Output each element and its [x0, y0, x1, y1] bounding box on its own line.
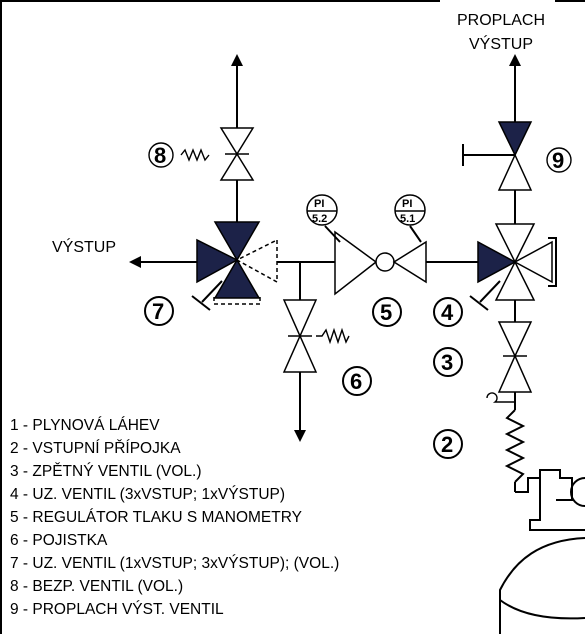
valve-4-handle-bar — [469, 295, 489, 311]
purge-outlet-label-line2: VÝSTUP — [469, 34, 533, 53]
valve-7-handle-bar — [191, 295, 211, 311]
gauge-stem-2 — [409, 225, 422, 243]
valve-4-handle — [479, 280, 501, 303]
safety-valve-8-bottom — [219, 152, 255, 181]
callout-circle-1-partial — [570, 477, 585, 507]
callout-circle-6 — [342, 366, 372, 396]
valve-4-left — [477, 240, 517, 284]
callout-8: 8 — [154, 143, 166, 168]
callout-4: 4 — [441, 300, 454, 325]
valve-7-dashed-bracket — [213, 297, 261, 305]
gauge-stem-1 — [324, 225, 341, 243]
gauge-5-1-num: 5.1 — [400, 213, 415, 225]
check-valve-3-top — [497, 321, 533, 358]
gas-cylinder-1-shoulder — [499, 599, 585, 620]
relief-valve-6-top — [282, 299, 318, 338]
legend-item: 4 - UZ. VENTIL (3xVSTUP; 1xVÝSTUP) — [10, 486, 285, 503]
check-valve-3-bottom — [497, 354, 533, 393]
gauge-5-2-tag: PI — [314, 198, 324, 210]
valve-4-right — [513, 240, 553, 284]
pressure-gauge-pi-5-2 — [306, 194, 338, 226]
legend-item: 2 - VSTUPNÍ PŘÍPOJKA — [10, 440, 181, 457]
callout-7: 7 — [152, 299, 164, 324]
valve-7-top — [213, 221, 261, 262]
safety-valve-8-top — [219, 127, 255, 156]
safety-valve-8-spring — [180, 148, 210, 162]
legend-item: 8 - BEZP. VENTIL (VOL.) — [10, 578, 183, 595]
callout-circle-9 — [546, 147, 572, 173]
pressure-gauge-pi-5-1 — [394, 194, 426, 226]
gauge-5-2-num: 5.2 — [312, 213, 327, 225]
callout-circle-4 — [433, 297, 463, 327]
callout-9: 9 — [552, 148, 564, 173]
gas-cylinder-1 — [499, 537, 585, 634]
callout-circle-5 — [372, 297, 402, 327]
callout-circle-8 — [148, 142, 174, 168]
legend-item: 9 - PROPLACH VÝST. VENTIL — [10, 601, 224, 618]
purge-valve-9-top — [497, 121, 533, 157]
valve-7-bottom — [213, 258, 261, 299]
regulator-5-body — [375, 252, 395, 272]
relief-valve-6-bottom — [282, 334, 318, 373]
legend-item: 5 - REGULÁTOR TLAKU S MANOMETRY — [10, 509, 302, 526]
regulator-5-left — [334, 230, 378, 296]
callout-circle-7 — [144, 296, 174, 326]
callout-2: 2 — [441, 432, 453, 457]
regulator-5-right — [392, 240, 427, 284]
gauge-5-1-tag: PI — [402, 198, 412, 210]
legend-item: 7 - UZ. VENTIL (1xVSTUP; 3xVÝSTUP); (VOL… — [10, 555, 339, 572]
legend-item: 1 - PLYNOVÁ LÁHEV — [10, 417, 160, 434]
callout-circle-3 — [433, 347, 463, 377]
valve-4-bracket — [548, 237, 557, 287]
legend-item: 6 - POJISTKA — [10, 532, 108, 549]
purge-valve-9-bottom — [497, 153, 533, 191]
check-valve-3-pigtail — [486, 392, 515, 403]
inlet-connection-2-coil — [504, 409, 526, 483]
callout-3: 3 — [441, 350, 453, 375]
valve-4-top — [494, 223, 536, 264]
relief-valve-6-spring — [316, 327, 350, 345]
callout-5: 5 — [380, 300, 392, 325]
callout-circle-2 — [433, 429, 463, 459]
purge-outlet-label-line1: PROPLACH — [457, 12, 545, 29]
valve-7-handle — [201, 280, 223, 303]
legend-item: 3 - ZPĚTNÝ VENTIL (VOL.) — [10, 463, 202, 480]
legend: 1 - PLYNOVÁ LÁHEV 2 - VSTUPNÍ PŘÍPOJKA 3… — [10, 417, 339, 618]
cylinder-valve-body — [529, 478, 585, 531]
callout-6: 6 — [350, 369, 362, 394]
outlet-label: VÝSTUP — [52, 237, 116, 256]
